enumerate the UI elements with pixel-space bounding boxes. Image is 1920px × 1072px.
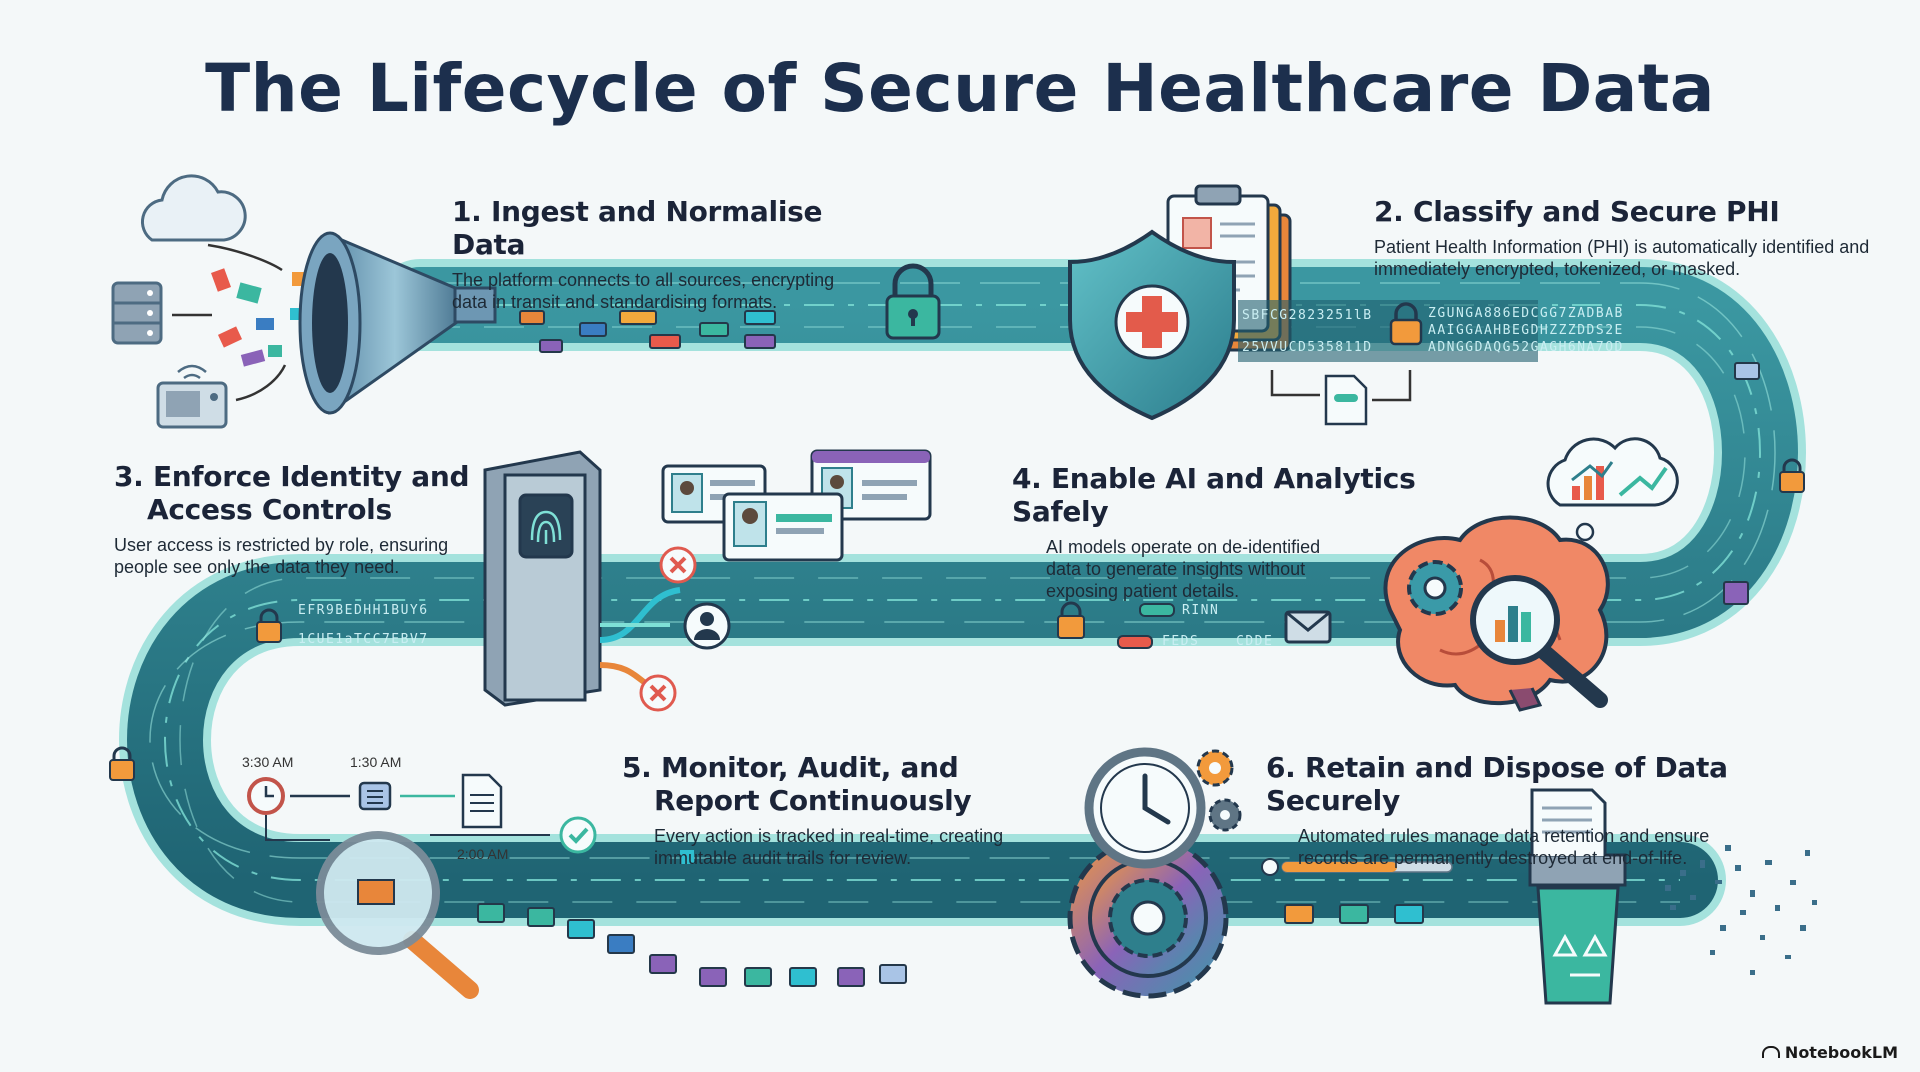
step-5-heading-line2: Report Continuously (654, 784, 972, 817)
token-label: FEDS (1162, 634, 1200, 649)
data-packets (519, 310, 776, 353)
recycle-bin-icon (1528, 853, 1627, 1005)
notebooklm-logo-icon (1761, 1046, 1780, 1058)
step-3-heading-line2: Access Controls (147, 493, 392, 526)
token-label: RINN (1182, 603, 1220, 618)
arrow (207, 243, 283, 272)
allow-path (599, 587, 681, 643)
document-icon (461, 773, 503, 829)
encrypted-text: 25VVUCD535811D (1242, 340, 1373, 355)
lock-icon (1057, 601, 1085, 639)
step-5: 5. Monitor, Audit, and Report Continuous… (622, 751, 1042, 869)
token-label: CDDE (1236, 634, 1274, 649)
timeline-time: 3:30 AM (242, 754, 294, 770)
lock-icon (885, 263, 941, 340)
step-3-heading-line1: 3. Enforce Identity and (114, 460, 470, 493)
deny-icon (639, 674, 677, 712)
envelope-icon (1284, 610, 1332, 644)
encrypted-text: ADNGGDAQG52GAGH6NA7OD (1428, 340, 1624, 355)
retention-timer (1261, 858, 1453, 876)
encrypted-text: AAIGGAAHBEGDHZZZDDS2E (1428, 323, 1624, 338)
step-3: 3. Enforce Identity and Access Controls … (114, 460, 494, 578)
encrypted-band (1238, 300, 1538, 362)
arrow (235, 364, 287, 402)
data-packet (1139, 603, 1175, 617)
page-title: The Lifecycle of Secure Healthcare Data (205, 50, 1715, 127)
fingerprint-gate-icon (483, 450, 602, 707)
timeline-time: 2:00 AM (457, 846, 509, 862)
list-icon (358, 781, 392, 811)
bar-chart-icon (1546, 437, 1679, 559)
step-4-body: AI models operate on de-identified data … (1046, 537, 1321, 601)
lock-icon (256, 608, 282, 643)
device-icon (156, 364, 228, 429)
document-icon (1324, 374, 1368, 426)
step-6-body: Automated rules manage data retention an… (1298, 826, 1710, 868)
step-5-body: Every action is tracked in real-time, cr… (654, 826, 1004, 868)
arrow (1372, 370, 1412, 402)
checkmark-icon (559, 816, 597, 854)
encrypted-text: 1CUE1aTCC7EBV7 (298, 632, 429, 647)
shredded-particles (1665, 845, 1817, 975)
cloud-icon (141, 174, 247, 242)
deny-icon (659, 546, 697, 584)
step-1-body: The platform connects to all sources, en… (452, 270, 835, 312)
step-2-heading: 2. Classify and Secure PHI (1374, 195, 1780, 228)
step-4: 4. Enable AI and Analytics Safely AI mod… (1012, 462, 1492, 602)
timeline-time: 1:30 AM (350, 754, 402, 770)
data-packet (1117, 635, 1153, 649)
encrypted-text: EFR9BEDHH1BUY6 (298, 603, 429, 618)
brand-text: NotebookLM (1784, 1043, 1898, 1062)
step-6: 6. Retain and Dispose of Data Securely A… (1266, 751, 1826, 869)
shield-icon (1068, 229, 1236, 421)
id-card-icon (722, 492, 844, 562)
user-icon (683, 602, 731, 650)
clock-icon (247, 777, 285, 815)
lock-icon (1389, 302, 1423, 346)
lock-icon (109, 746, 135, 781)
step-2: 2. Classify and Secure PHI Patient Healt… (1374, 195, 1874, 280)
data-packets (477, 850, 1424, 987)
gear-icon (1196, 749, 1242, 832)
step-4-heading: 4. Enable AI and Analytics Safely (1012, 462, 1416, 528)
connector (265, 815, 330, 841)
step-3-body: User access is restricted by role, ensur… (114, 535, 449, 577)
step-6-heading: 6. Retain and Dispose of Data Securely (1266, 751, 1728, 817)
step-5-heading-line1: 5. Monitor, Audit, and (622, 751, 959, 784)
data-packet (1734, 362, 1760, 380)
magnifier-icon (1470, 575, 1608, 708)
lock-icon (1779, 458, 1805, 493)
step-1-heading: 1. Ingest and Normalise Data (452, 195, 823, 261)
arrow (1270, 370, 1320, 397)
step-2-body: Patient Health Information (PHI) is auto… (1374, 237, 1870, 279)
funnel-icon (298, 231, 497, 415)
step-1: 1. Ingest and Normalise Data The platfor… (452, 195, 892, 313)
data-packet (1723, 581, 1749, 605)
encrypted-text: SBFCG2823251lB (1242, 308, 1373, 323)
magnifier-icon (316, 831, 479, 999)
brand-label: NotebookLM (1761, 1043, 1898, 1062)
clock-icon (1084, 747, 1206, 869)
server-icon (111, 281, 163, 345)
shredder-icon (1530, 788, 1607, 856)
gear-icon (1407, 560, 1463, 616)
gear-icon (1067, 837, 1229, 999)
encrypted-text: ZGUNGA886EDCGG7ZADBAB (1428, 306, 1624, 321)
